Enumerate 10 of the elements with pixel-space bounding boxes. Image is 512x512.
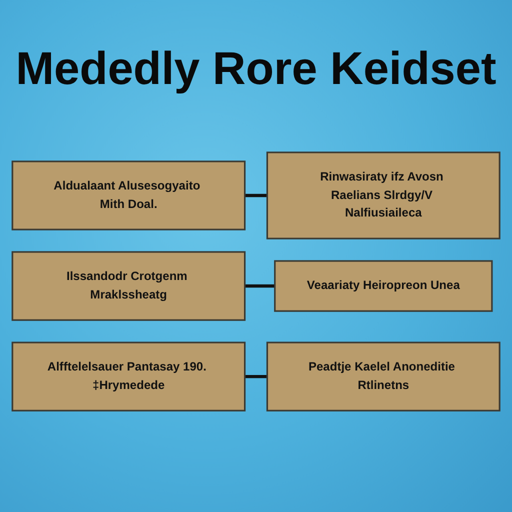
box-text: Rinwasiraty ifz Avosn Raelians Slrdgy/V Nalfiusiaileca — [319, 169, 444, 222]
connector-line — [244, 284, 275, 288]
connector-line — [244, 374, 268, 378]
box-text: Veaariaty Heiropreon Unea — [306, 278, 460, 294]
box-text: Alfftelelsauer Pantasay 190. ‡Hrymedede — [46, 359, 208, 394]
box-text: Ilssandodr Crotgenm Mraklssheatg — [65, 268, 188, 304]
connector-line — [244, 194, 268, 198]
box-text: Aldualaant Alusesogyaito Mith Doal. — [52, 178, 202, 213]
box-text: Peadtje Kaelel Anoneditie Rtlinetns — [307, 359, 456, 394]
diagram-title: Mededly Rore Keidset — [16, 41, 496, 96]
